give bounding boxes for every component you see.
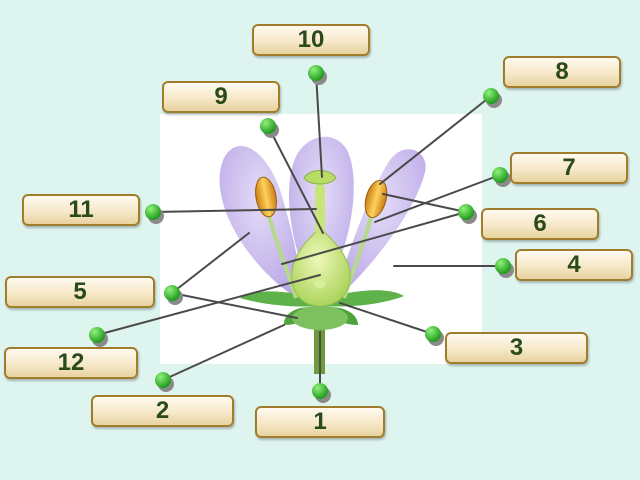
label-4[interactable]: 4 — [515, 249, 633, 281]
label-3[interactable]: 3 — [445, 332, 588, 364]
leader-line-10 — [315, 72, 323, 178]
marker-12[interactable] — [89, 327, 108, 347]
stamen-right-anther — [364, 179, 388, 219]
leader-line-6a — [382, 193, 467, 213]
marker-8[interactable] — [483, 88, 502, 108]
leader-line-2 — [162, 324, 285, 381]
stamen-left-anther — [255, 176, 277, 218]
leader-line-3 — [339, 302, 434, 335]
marker-3[interactable] — [425, 326, 444, 346]
label-7[interactable]: 7 — [510, 152, 628, 184]
label-6[interactable]: 6 — [481, 208, 599, 240]
leader-line-6b — [281, 211, 467, 265]
label-2[interactable]: 2 — [91, 395, 234, 427]
pistil — [291, 170, 351, 307]
leader-line-5b — [171, 292, 298, 319]
leader-line-12 — [96, 274, 321, 336]
leader-line-7 — [374, 174, 501, 223]
marker-5[interactable] — [164, 285, 183, 305]
label-8[interactable]: 8 — [503, 56, 621, 88]
leader-line-11 — [152, 208, 317, 213]
label-12[interactable]: 12 — [4, 347, 138, 379]
marker-2[interactable] — [155, 372, 174, 392]
petal-left — [219, 146, 301, 300]
marker-4[interactable] — [495, 258, 514, 278]
label-5[interactable]: 5 — [5, 276, 155, 308]
receptacle — [292, 306, 348, 330]
marker-6[interactable] — [458, 204, 477, 224]
ovule — [314, 280, 326, 288]
label-9[interactable]: 9 — [162, 81, 280, 113]
leader-line-8 — [379, 95, 492, 185]
stigma — [303, 170, 337, 185]
marker-7[interactable] — [492, 167, 511, 187]
marker-11[interactable] — [145, 204, 164, 224]
marker-dots — [89, 65, 514, 403]
ovary — [291, 227, 351, 307]
label-1[interactable]: 1 — [255, 406, 385, 438]
leader-line-5a — [171, 232, 250, 294]
marker-1[interactable] — [312, 383, 331, 403]
label-11[interactable]: 11 — [22, 194, 140, 226]
marker-9[interactable] — [260, 118, 279, 138]
label-10[interactable]: 10 — [252, 24, 370, 56]
leader-lines — [96, 72, 504, 392]
marker-10[interactable] — [308, 65, 327, 85]
leader-line-9 — [267, 125, 324, 234]
